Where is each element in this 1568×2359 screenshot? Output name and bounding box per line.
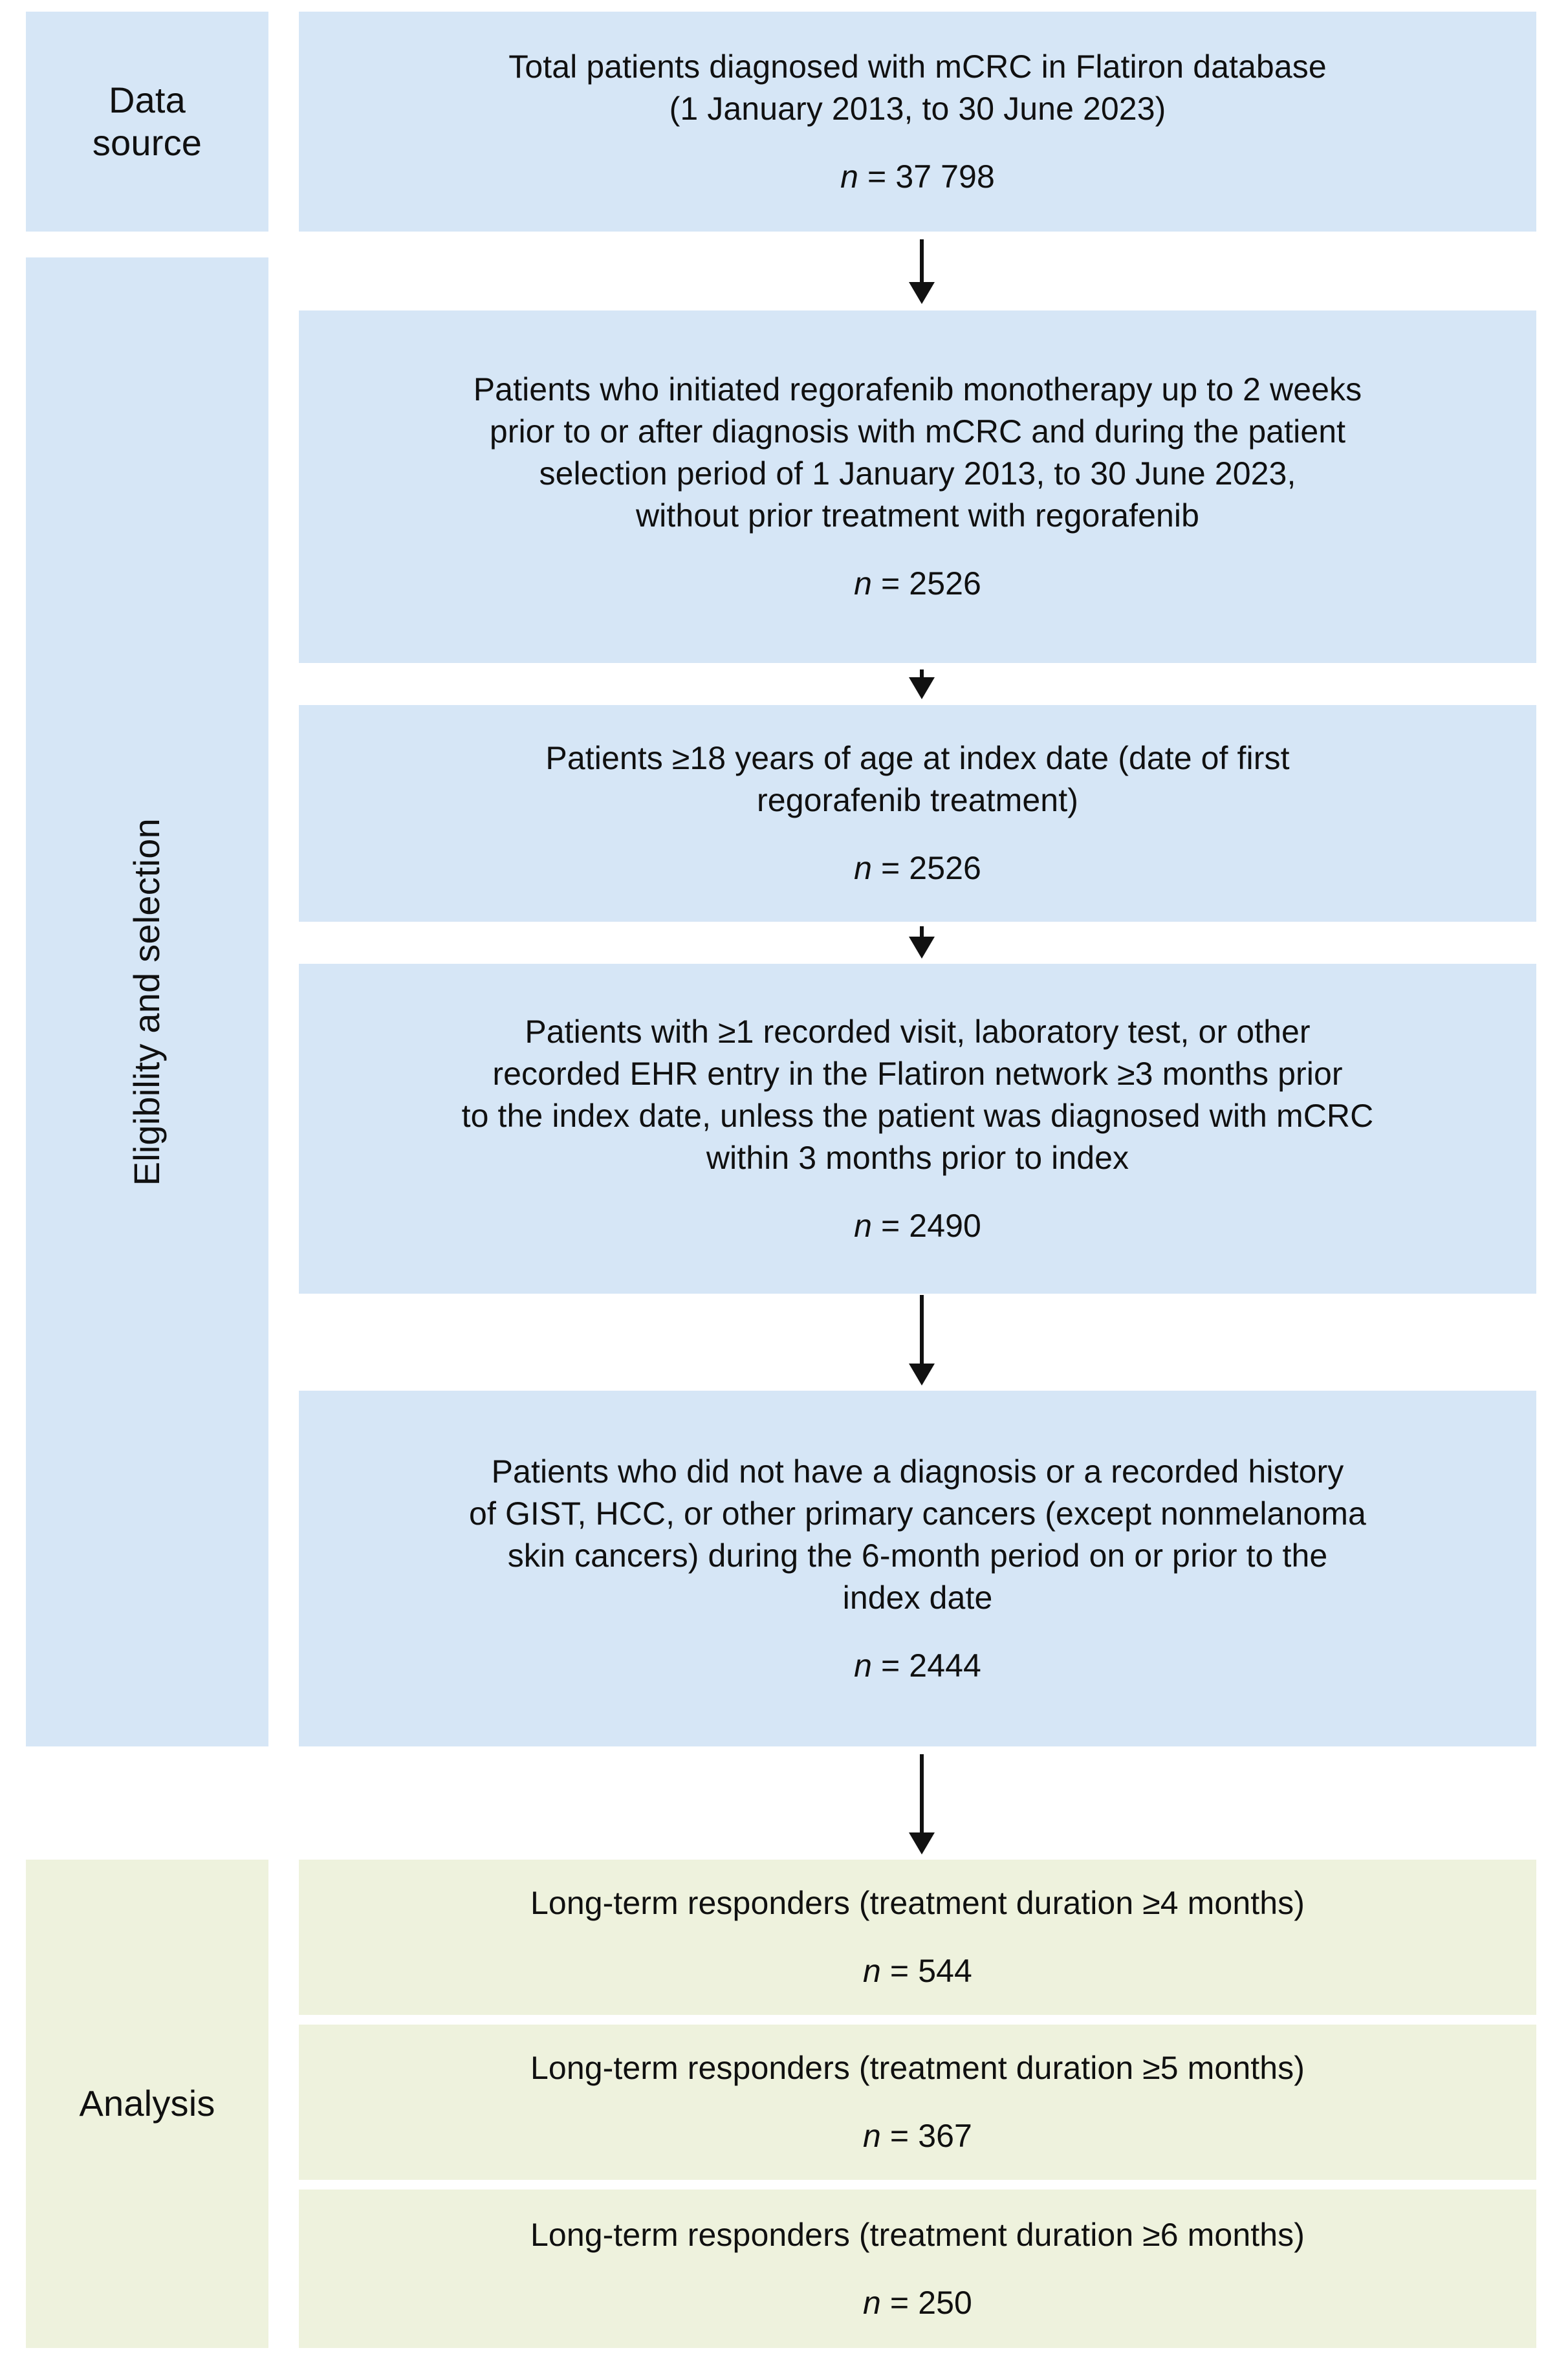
stage-label-data-source: Data source bbox=[92, 79, 202, 163]
node-recorded-visit-text: Patients with ≥1 recorded visit, laborat… bbox=[461, 1013, 1374, 1176]
down-arrow-icon-age-to-visit bbox=[904, 926, 940, 959]
arrow-shaft bbox=[920, 1295, 924, 1364]
node-total-patients-count: n = 37 798 bbox=[840, 156, 995, 198]
count-equals: = bbox=[880, 2284, 919, 2321]
node-ltr-5-months-count: n = 367 bbox=[863, 2115, 972, 2157]
node-age-18-plus: Patients ≥18 years of age at index date … bbox=[299, 705, 1536, 922]
node-age-18-plus-count: n = 2526 bbox=[854, 847, 981, 889]
down-arrow-icon-initiated-to-age bbox=[904, 669, 940, 699]
node-ltr-4-months-text: Long-term responders (treatment duration… bbox=[530, 1885, 1305, 1921]
arrow-head bbox=[909, 282, 935, 304]
node-initiated-regorafenib-text: Patients who initiated regorafenib monot… bbox=[473, 371, 1362, 534]
count-symbol: n bbox=[863, 1953, 881, 1989]
node-age-18-plus-text: Patients ≥18 years of age at index date … bbox=[545, 740, 1290, 818]
count-equals: = bbox=[871, 1207, 909, 1244]
count-value: 2490 bbox=[909, 1207, 981, 1244]
stage-label-eligibility: Eligibility and selection bbox=[126, 818, 168, 1186]
arrow-shaft bbox=[920, 669, 924, 677]
node-total-patients: Total patients diagnosed with mCRC in Fl… bbox=[299, 12, 1536, 232]
down-arrow-icon-nocancer-to-analysis bbox=[904, 1754, 940, 1854]
node-no-other-cancer-count: n = 2444 bbox=[854, 1645, 981, 1687]
node-recorded-visit-count: n = 2490 bbox=[854, 1205, 981, 1247]
count-value: 250 bbox=[918, 2284, 972, 2321]
count-equals: = bbox=[871, 1647, 909, 1684]
node-no-other-cancer: Patients who did not have a diagnosis or… bbox=[299, 1391, 1536, 1746]
node-ltr-4-months-count: n = 544 bbox=[863, 1950, 972, 1992]
arrow-shaft bbox=[920, 239, 924, 282]
down-arrow-icon-total-to-initiated bbox=[904, 239, 940, 304]
node-initiated-regorafenib-count: n = 2526 bbox=[854, 563, 981, 605]
node-ltr-4-months: Long-term responders (treatment duration… bbox=[299, 1860, 1536, 2015]
count-symbol: n bbox=[863, 2284, 881, 2321]
count-equals: = bbox=[880, 2118, 919, 2154]
node-ltr-6-months-count: n = 250 bbox=[863, 2282, 972, 2324]
stage-band-eligibility: Eligibility and selection bbox=[26, 257, 268, 1746]
count-value: 544 bbox=[918, 1953, 972, 1989]
node-recorded-visit: Patients with ≥1 recorded visit, laborat… bbox=[299, 964, 1536, 1294]
count-value: 2444 bbox=[909, 1647, 981, 1684]
count-equals: = bbox=[871, 565, 909, 602]
count-symbol: n bbox=[840, 158, 859, 195]
node-ltr-5-months-text: Long-term responders (treatment duration… bbox=[530, 2050, 1305, 2086]
stage-band-analysis: Analysis bbox=[26, 1860, 268, 2348]
arrow-head bbox=[909, 937, 935, 959]
arrow-head bbox=[909, 677, 935, 699]
count-equals: = bbox=[858, 158, 896, 195]
node-ltr-6-months: Long-term responders (treatment duration… bbox=[299, 2190, 1536, 2348]
count-value: 2526 bbox=[909, 565, 981, 602]
node-total-patients-text: Total patients diagnosed with mCRC in Fl… bbox=[508, 48, 1327, 127]
count-value: 367 bbox=[918, 2118, 972, 2154]
count-symbol: n bbox=[854, 1647, 872, 1684]
node-no-other-cancer-text: Patients who did not have a diagnosis or… bbox=[469, 1453, 1366, 1616]
count-equals: = bbox=[871, 850, 909, 886]
count-value: 2526 bbox=[909, 850, 981, 886]
count-symbol: n bbox=[863, 2118, 881, 2154]
node-ltr-5-months: Long-term responders (treatment duration… bbox=[299, 2025, 1536, 2180]
node-initiated-regorafenib: Patients who initiated regorafenib monot… bbox=[299, 310, 1536, 663]
count-value: 37 798 bbox=[895, 158, 995, 195]
arrow-head bbox=[909, 1832, 935, 1854]
down-arrow-icon-visit-to-nocancer bbox=[904, 1295, 940, 1386]
node-ltr-6-months-text: Long-term responders (treatment duration… bbox=[530, 2216, 1305, 2253]
count-equals: = bbox=[880, 1953, 919, 1989]
arrow-shaft bbox=[920, 1754, 924, 1832]
count-symbol: n bbox=[854, 1207, 872, 1244]
arrow-head bbox=[909, 1364, 935, 1386]
count-symbol: n bbox=[854, 565, 872, 602]
stage-label-analysis: Analysis bbox=[79, 2083, 215, 2124]
stage-band-data-source: Data source bbox=[26, 12, 268, 232]
arrow-shaft bbox=[920, 926, 924, 937]
count-symbol: n bbox=[854, 850, 872, 886]
